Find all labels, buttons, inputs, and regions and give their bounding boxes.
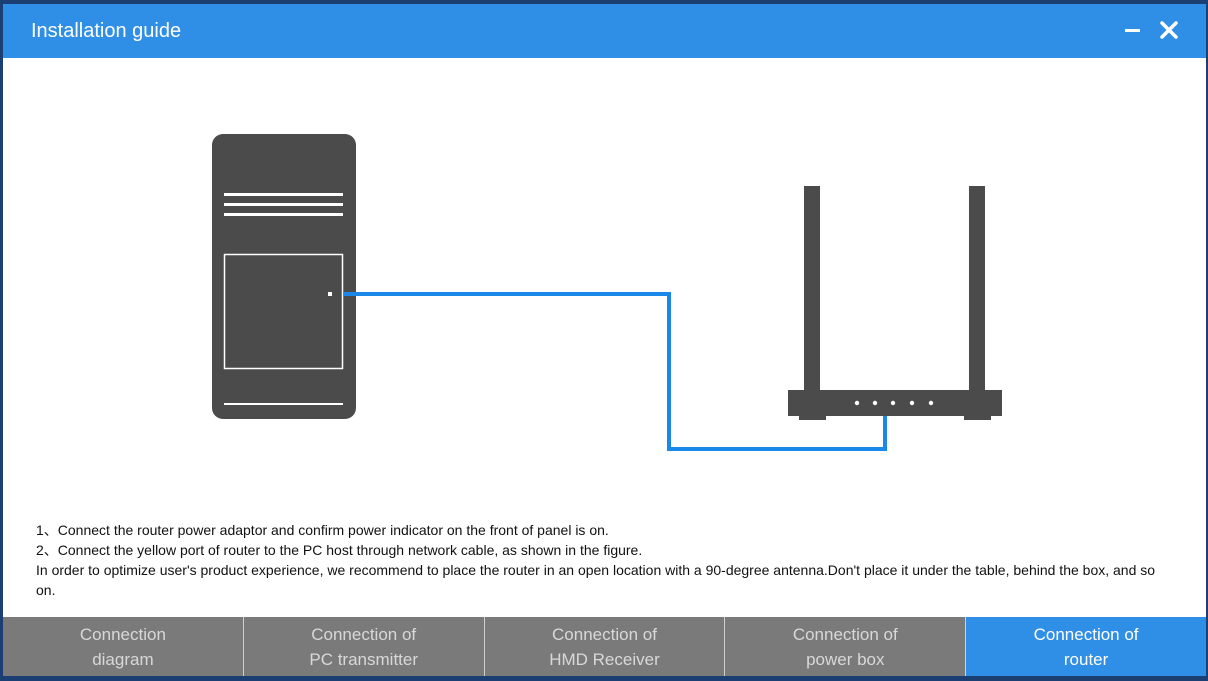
instruction-step-2: 2、Connect the yellow port of router to t… [36, 542, 643, 558]
pc-tower-icon [212, 134, 356, 419]
instruction-note: In order to optimize user's product expe… [36, 562, 1156, 598]
minimize-icon [1125, 29, 1140, 32]
tab-label-line2: power box [806, 650, 885, 669]
guide-tabs: Connection diagram Connection of PC tran… [3, 617, 1206, 676]
tab-label-line2: PC transmitter [309, 650, 419, 669]
close-button[interactable] [1155, 16, 1183, 44]
network-cable [344, 292, 887, 451]
tab-label-line1: Connection of [1033, 625, 1139, 644]
tab-connection-diagram[interactable]: Connection diagram [3, 617, 244, 676]
tab-label-line2: router [1063, 650, 1109, 669]
tab-label-line2: diagram [92, 650, 154, 669]
tab-label-line1: Connection of [792, 625, 898, 644]
installation-guide-window: Installation guide [3, 4, 1206, 676]
window-title: Installation guide [31, 20, 182, 42]
tab-label-line1: Connection [79, 625, 166, 644]
instruction-step-1: 1、Connect the router power adaptor and c… [36, 522, 609, 538]
minimize-button[interactable] [1119, 16, 1147, 44]
tab-label-line1: Connection of [552, 625, 657, 644]
connection-diagram [212, 134, 1002, 451]
router-icon [788, 186, 1002, 420]
tab-label-line2: HMD Receiver [549, 650, 660, 669]
tab-label-line1: Connection of [311, 625, 417, 644]
instructions-text: 1、Connect the router power adaptor and c… [36, 520, 1171, 600]
tab-pc-transmitter[interactable]: Connection of PC transmitter [243, 617, 485, 676]
tab-hmd-receiver[interactable]: Connection of HMD Receiver [484, 617, 726, 676]
tab-router[interactable]: Connection of router [966, 617, 1206, 676]
title-bar[interactable]: Installation guide [3, 4, 1206, 58]
tab-power-box[interactable]: Connection of power box [725, 617, 967, 676]
close-icon [1160, 21, 1178, 39]
